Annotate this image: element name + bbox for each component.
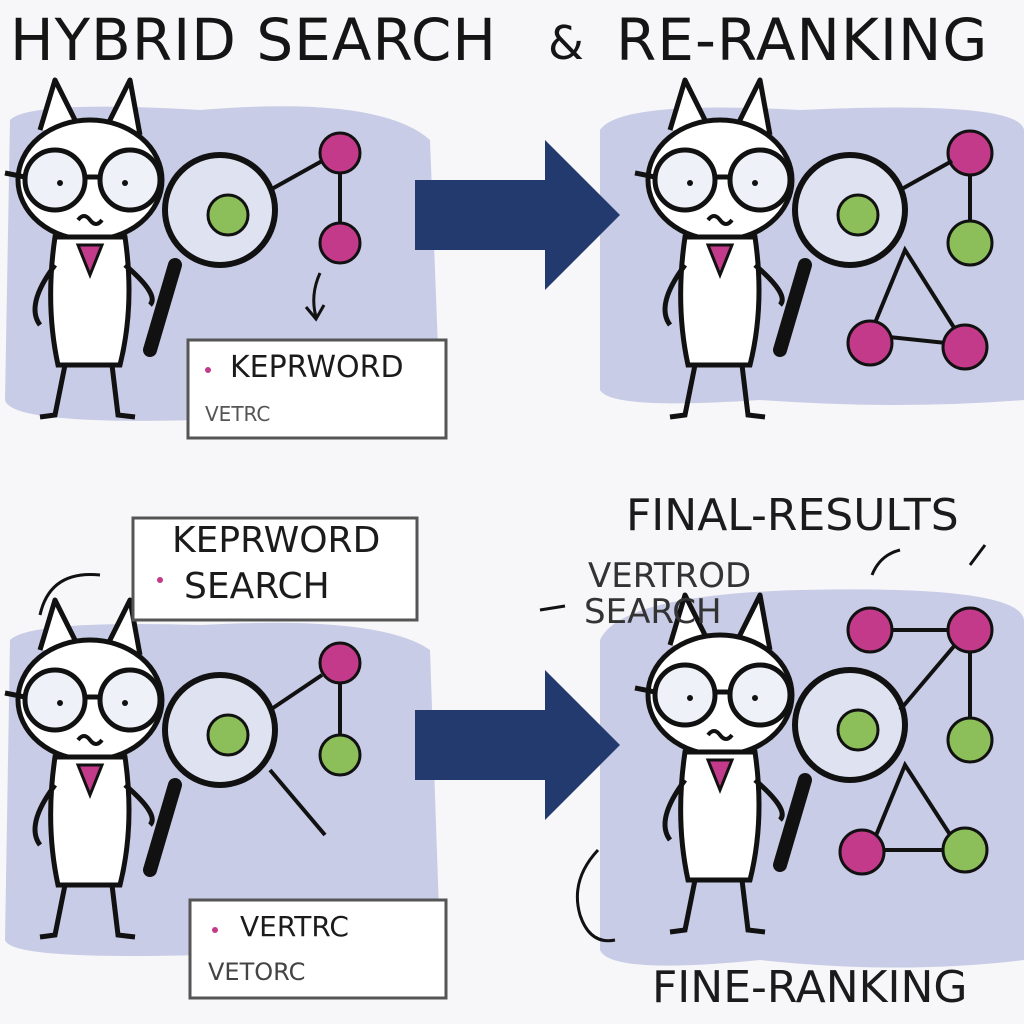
title-re-ranking: RE-RANKING <box>616 6 989 74</box>
cat-bottom-left <box>5 600 362 937</box>
search-label: SEARCH <box>584 592 722 632</box>
title-ampersand: & <box>548 16 585 70</box>
title-bar: HYBRID SEARCH & RE-RANKING <box>0 0 1024 90</box>
cat-bottom-right <box>635 595 994 932</box>
box-top-left-line1: KEPRWORD <box>230 350 404 385</box>
callout-line2: SEARCH <box>184 566 330 607</box>
fine-ranking-label: FINE-RANKING <box>652 962 968 1013</box>
box-top-left-line2: VETRC <box>205 402 271 426</box>
box-callout <box>131 516 419 622</box>
callout-line1: KEPRWORD <box>172 520 381 561</box>
cat-top-right <box>635 80 994 417</box>
final-results-label: FINAL-RESULTS <box>626 490 959 541</box>
arrow-bottom <box>415 670 620 820</box>
arrow-top <box>415 140 620 290</box>
box-bottom-left-line2: VETORC <box>208 958 306 986</box>
box-top-left <box>186 338 448 440</box>
cat-top-left <box>5 80 362 417</box>
box-bottom-left <box>188 898 448 1000</box>
box-bottom-left-line1: VERTRC <box>240 910 349 943</box>
vertrod-label: VERTROD <box>588 556 752 596</box>
title-hybrid-search: HYBRID SEARCH <box>10 6 497 74</box>
